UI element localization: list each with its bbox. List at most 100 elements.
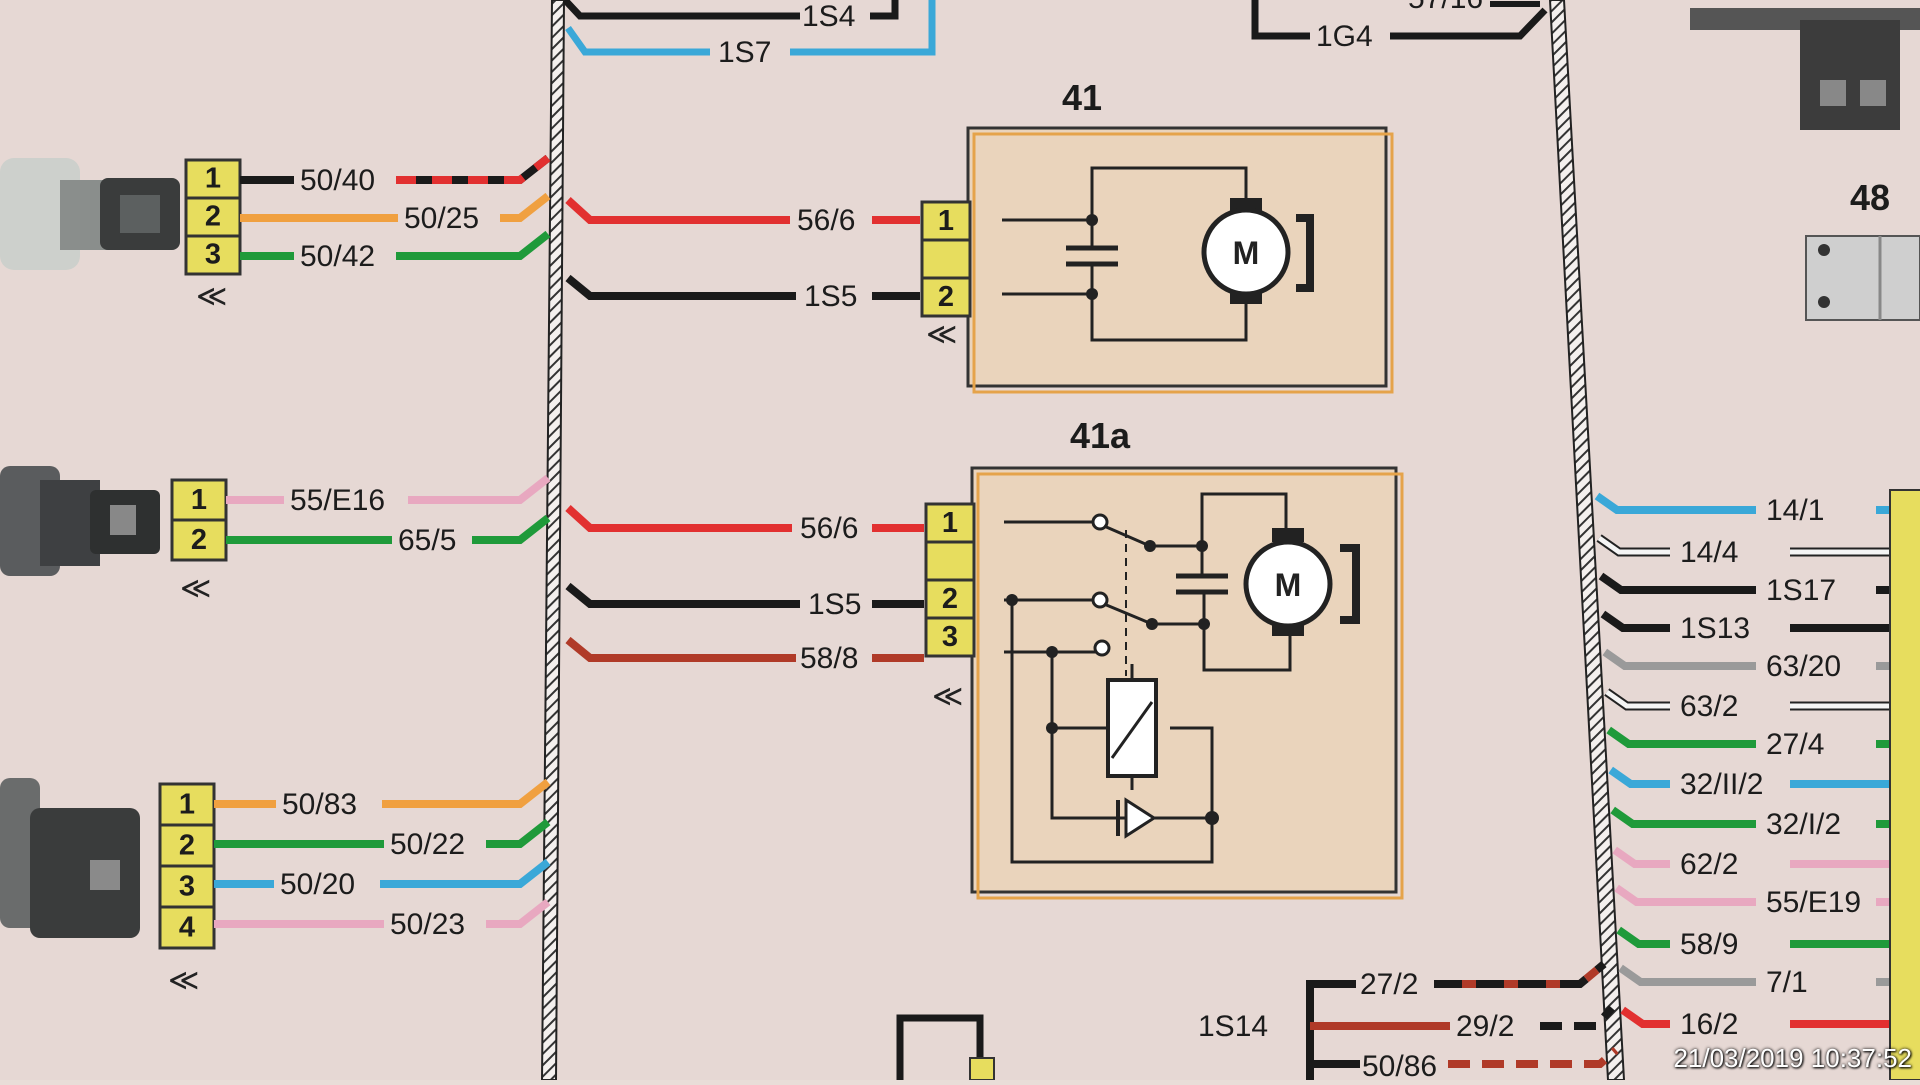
c41a-pins-pin-3: 2 [924, 578, 976, 620]
wire-label-41-1s5: 1S5 [804, 280, 857, 313]
right-wire-10: 62/2 [1612, 846, 1900, 881]
wire-group-label-1s14: 1S14 [1198, 1010, 1268, 1043]
c41a-pins-pin-label: 3 [942, 621, 958, 653]
right-wire-12: 58/9 [1616, 926, 1900, 961]
motor-symbol-41a: M [1275, 567, 1302, 603]
component-41-wires: 56/6 1S5 ≪ [565, 197, 957, 351]
wire-label-right-7: 27/4 [1766, 728, 1824, 761]
left-connector-1-pin-label: 2 [205, 200, 221, 232]
wire-label-41a-588: 58/8 [800, 642, 858, 675]
connector-symbol-left-1: ≪ [196, 280, 227, 313]
wire-label-left-7: 50/22 [390, 828, 465, 861]
left-connector-2-pin-label: 1 [191, 484, 207, 516]
left-connector-2-pin-2: 2 [170, 518, 228, 562]
right-wire-8: 32/II/2 [1608, 766, 1900, 801]
motor-symbol-41: M [1233, 235, 1260, 271]
c41a-pins-pin-1: 1 [924, 502, 976, 544]
right-wires: 14/114/41S171S1363/2063/227/432/II/232/I… [1594, 492, 1900, 1041]
wire-label-right-11: 55/E19 [1766, 886, 1861, 919]
c41a-pins-pin-label: 2 [942, 583, 958, 615]
bottom-wires: 27/2 29/2 50/86 1S14 [896, 960, 1619, 1083]
component-41-title: 41 [1062, 77, 1102, 118]
connector-symbol-left-2: ≪ [180, 572, 211, 605]
wire-label-right-10: 62/2 [1680, 848, 1738, 881]
wire-label-right-12: 58/9 [1680, 928, 1738, 961]
wire-label-right-14: 16/2 [1680, 1008, 1738, 1041]
left-connector-1-pin-label: 1 [205, 162, 221, 194]
wire-label-left-2: 50/25 [404, 202, 479, 235]
wire-label-right-1: 14/1 [1766, 494, 1824, 527]
left-connector-3-pin-2: 2 [158, 823, 216, 868]
wire-label-right-8: 32/II/2 [1680, 768, 1763, 801]
left-connector-3-pin-4: 4 [158, 905, 216, 950]
connector-symbol-41a: ≪ [932, 680, 963, 713]
photo-timestamp: 21/03/2019 10:37:52 [1673, 1043, 1912, 1073]
wire-label-41a-1s5: 1S5 [808, 588, 861, 621]
left-connector-3-pin-label: 3 [179, 871, 195, 903]
component-41: 41 M [966, 77, 1394, 394]
left-connector-3-pin-1: 1 [158, 782, 216, 827]
connector-41a: 1 2 3 [924, 502, 976, 658]
top-wires: 1S4 1S7 1G4 57/16 [562, 0, 1548, 69]
right-wire-13: 7/1 [1618, 964, 1900, 999]
wire-label-5086: 50/86 [1362, 1050, 1437, 1080]
component-41a-wires: 56/6 1S5 58/8 ≪ [565, 505, 963, 713]
right-wire-3: 1S17 [1598, 572, 1900, 607]
wire-label-right-3: 1S17 [1766, 574, 1836, 607]
left-connector-1-pin-2: 2 [184, 196, 242, 238]
left-wire-2: 50/25 [240, 192, 551, 235]
right-wire-9: 32/I/2 [1610, 806, 1900, 841]
wire-label-left-3: 50/42 [300, 240, 375, 273]
component-41a-title: 41a [1070, 415, 1131, 456]
connector-symbol-left-3: ≪ [168, 964, 199, 997]
wire-label-left-8: 50/20 [280, 868, 355, 901]
c41-pins-pin-2 [920, 238, 972, 280]
c41-pins-pin-1: 1 [920, 200, 972, 242]
right-wire-5: 63/20 [1602, 648, 1900, 683]
component-41a: 41a M [970, 415, 1404, 900]
wire-label-1s7: 1S7 [718, 36, 771, 69]
wire-label-right-5: 63/20 [1766, 650, 1841, 683]
left-wire-9: 50/23 [214, 898, 551, 941]
left-connector-1-pin-label: 3 [205, 238, 221, 270]
left-connector-3-pin-label: 4 [179, 912, 195, 944]
c41a-pins-pin-2 [924, 540, 976, 582]
left-connector-2-pin-1: 1 [170, 478, 228, 522]
left-wire-5: 65/5 [226, 514, 551, 557]
wire-label-left-6: 50/83 [282, 788, 357, 821]
sensor-3 [0, 778, 140, 938]
left-connector-1-pin-3: 3 [184, 234, 242, 276]
left-connector-2-pin-label: 2 [191, 524, 207, 556]
wire-label-left-1: 50/40 [300, 164, 375, 197]
right-wire-11: 55/E19 [1614, 884, 1900, 919]
c41a-pins-pin-label: 1 [942, 507, 958, 539]
c41a-pins-pin-4: 3 [924, 616, 976, 658]
left-wire-3: 50/42 [240, 230, 551, 273]
wire-label-right-4: 1S13 [1680, 612, 1750, 645]
wire-label-right-6: 63/2 [1680, 690, 1738, 723]
partial-component-top-right [1690, 8, 1920, 130]
right-wire-6: 63/2 [1604, 688, 1900, 723]
left-connector-3-pin-label: 2 [179, 830, 195, 862]
wire-label-right-9: 32/I/2 [1766, 808, 1841, 841]
left-wire-6: 50/83 [214, 778, 551, 821]
wire-label-292: 29/2 [1456, 1010, 1514, 1043]
wire-label-5716: 57/16 [1408, 0, 1483, 15]
wire-label-272: 27/2 [1360, 968, 1418, 1001]
c41-pins-pin-3: 2 [920, 276, 972, 318]
right-wire-14: 16/2 [1620, 1006, 1900, 1041]
left-wire-4: 55/E16 [226, 474, 551, 517]
wire-label-left-5: 65/5 [398, 524, 456, 557]
right-wire-4: 1S13 [1600, 610, 1900, 645]
connector-41: 12 [920, 200, 972, 318]
wire-label-41-566: 56/6 [797, 204, 855, 237]
left-wire-7: 50/22 [214, 818, 551, 861]
left-connector-1-pin-1: 1 [184, 158, 242, 200]
sensor-2 [0, 466, 160, 576]
right-connector-strip [1889, 489, 1920, 1081]
component-48-title: 48 [1850, 177, 1890, 218]
sensor-1 [0, 158, 180, 270]
left-wire-8: 50/20 [214, 858, 551, 901]
